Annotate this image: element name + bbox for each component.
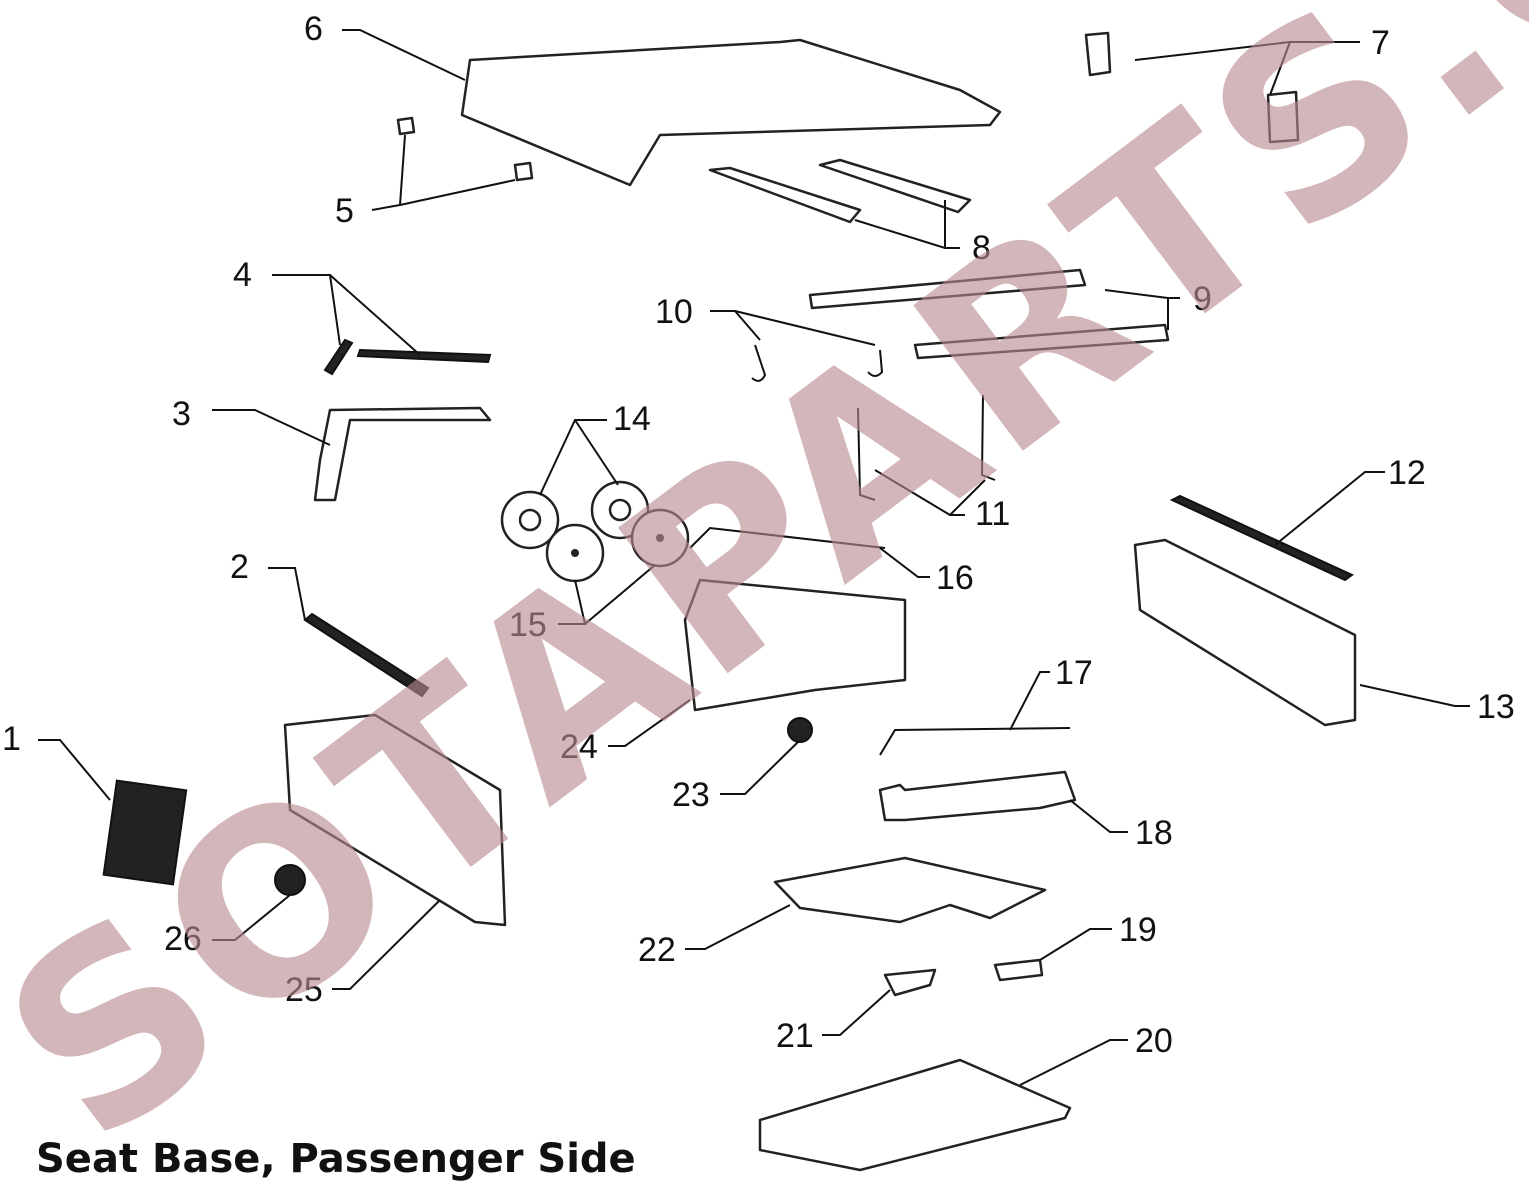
part-1-plate — [102, 779, 188, 886]
part-4-strip-b — [356, 348, 492, 364]
callout-26: 26 — [164, 920, 202, 958]
part-9-bar-a — [808, 268, 1087, 310]
part-5-clip-b — [513, 161, 534, 182]
part-20-tray — [758, 1058, 1072, 1172]
part-7-clip-b — [1266, 90, 1300, 144]
part-16-bar — [689, 526, 886, 549]
part-24-panel — [683, 578, 907, 712]
part-21-latch — [883, 968, 937, 997]
callout-7: 7 — [1371, 24, 1390, 62]
part-3-bracket — [313, 406, 492, 502]
callout-12: 12 — [1388, 454, 1426, 492]
part-13-panel — [1133, 538, 1357, 727]
part-22-tray — [773, 856, 1047, 924]
callout-numbers: 1 2 3 4 5 6 7 8 9 10 11 12 13 14 15 16 1… — [2, 10, 1515, 1060]
callout-22: 22 — [638, 931, 676, 969]
part-19-latch — [993, 958, 1044, 982]
callout-17: 17 — [1055, 654, 1093, 692]
part-14-disc-a — [500, 490, 560, 550]
callout-21: 21 — [776, 1017, 814, 1055]
callout-9: 9 — [1193, 280, 1212, 318]
callout-23: 23 — [672, 776, 710, 814]
diagram-title: Seat Base, Passenger Side — [36, 1136, 636, 1182]
callout-6: 6 — [304, 10, 323, 48]
callout-3: 3 — [172, 395, 191, 433]
callout-13: 13 — [1477, 688, 1515, 726]
part-4-strip-a — [323, 338, 354, 376]
callout-8: 8 — [972, 229, 991, 267]
callout-20: 20 — [1135, 1022, 1173, 1060]
part-8-rail-b — [818, 158, 972, 214]
callout-10: 10 — [655, 293, 693, 331]
callout-19: 19 — [1119, 911, 1157, 949]
part-18-bracket — [878, 770, 1077, 822]
callout-4: 4 — [233, 256, 252, 294]
part-14-disc-b — [590, 480, 650, 540]
callout-18: 18 — [1135, 814, 1173, 852]
callout-11: 11 — [975, 495, 1010, 533]
part-2-strip — [303, 612, 430, 698]
part-23-knob — [787, 717, 813, 743]
part-17-bar — [879, 727, 1071, 756]
callout-25: 25 — [285, 971, 323, 1009]
leader-lines — [38, 29, 1470, 1086]
callout-24: 24 — [560, 728, 598, 766]
parts — [102, 31, 1357, 1172]
part-11-rod-b — [980, 394, 996, 481]
part-5-clip-a — [396, 116, 416, 136]
part-6-seat-pan — [460, 38, 1002, 187]
callout-1: 1 — [2, 720, 21, 758]
callout-14: 14 — [613, 400, 651, 438]
part-10-hook-a — [751, 344, 767, 382]
part-10-hook-b — [867, 349, 884, 377]
part-7-clip-a — [1084, 31, 1112, 77]
part-15-disc-b — [630, 508, 690, 568]
callout-5: 5 — [335, 192, 354, 230]
callout-2: 2 — [230, 548, 249, 586]
part-25-panel — [283, 713, 507, 927]
part-11-rod-a — [857, 407, 876, 501]
callout-16: 16 — [936, 559, 974, 597]
part-12-strip — [1169, 494, 1354, 582]
callout-15: 15 — [509, 606, 547, 644]
part-9-bar-b — [913, 323, 1170, 360]
part-8-rail-a — [708, 166, 862, 224]
